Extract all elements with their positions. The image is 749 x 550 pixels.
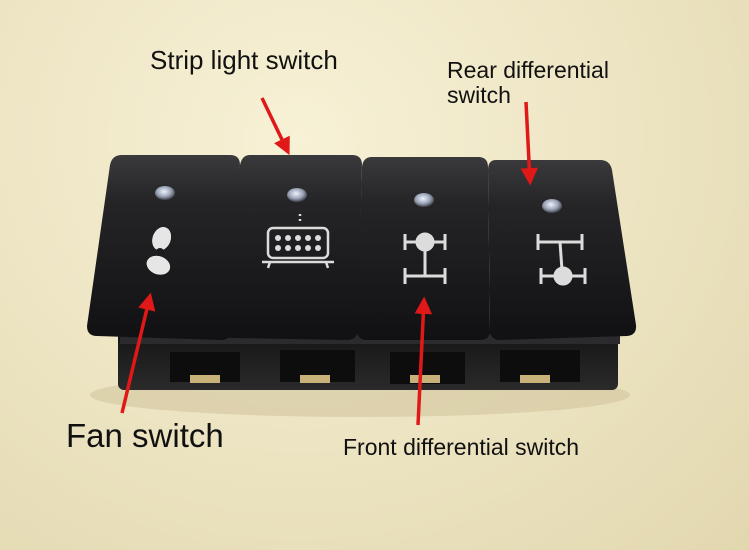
arrow-fan (120, 292, 156, 414)
arrow-rear-differential (520, 101, 539, 186)
rear-differential-icon (536, 234, 587, 286)
rear-differential-switch[interactable] (488, 160, 637, 340)
fan-switch-label: Fan switch (66, 417, 224, 454)
annotation-arrows (120, 97, 539, 426)
fan-switch[interactable] (87, 155, 240, 340)
light-bar-icon (262, 214, 334, 269)
front-differential-switch[interactable] (357, 157, 490, 340)
indicator-led (155, 186, 175, 200)
indicator-led (414, 193, 434, 207)
arrow-strip-light (260, 97, 290, 156)
rear-differential-switch-label: Rear differential switch (447, 58, 647, 108)
arrow-front-differential (414, 296, 433, 426)
indicator-led (542, 199, 562, 213)
switch-housing (118, 330, 620, 390)
strip-light-switch[interactable] (222, 155, 362, 340)
indicator-led (287, 188, 307, 202)
fan-icon (146, 227, 172, 275)
front-differential-switch-label: Front differential switch (343, 434, 580, 460)
rear-differential-label-line1: Rear differential (447, 57, 609, 83)
rear-differential-label-line2: switch (447, 82, 511, 108)
strip-light-switch-label: Strip light switch (150, 45, 338, 75)
front-differential-icon (403, 232, 447, 284)
